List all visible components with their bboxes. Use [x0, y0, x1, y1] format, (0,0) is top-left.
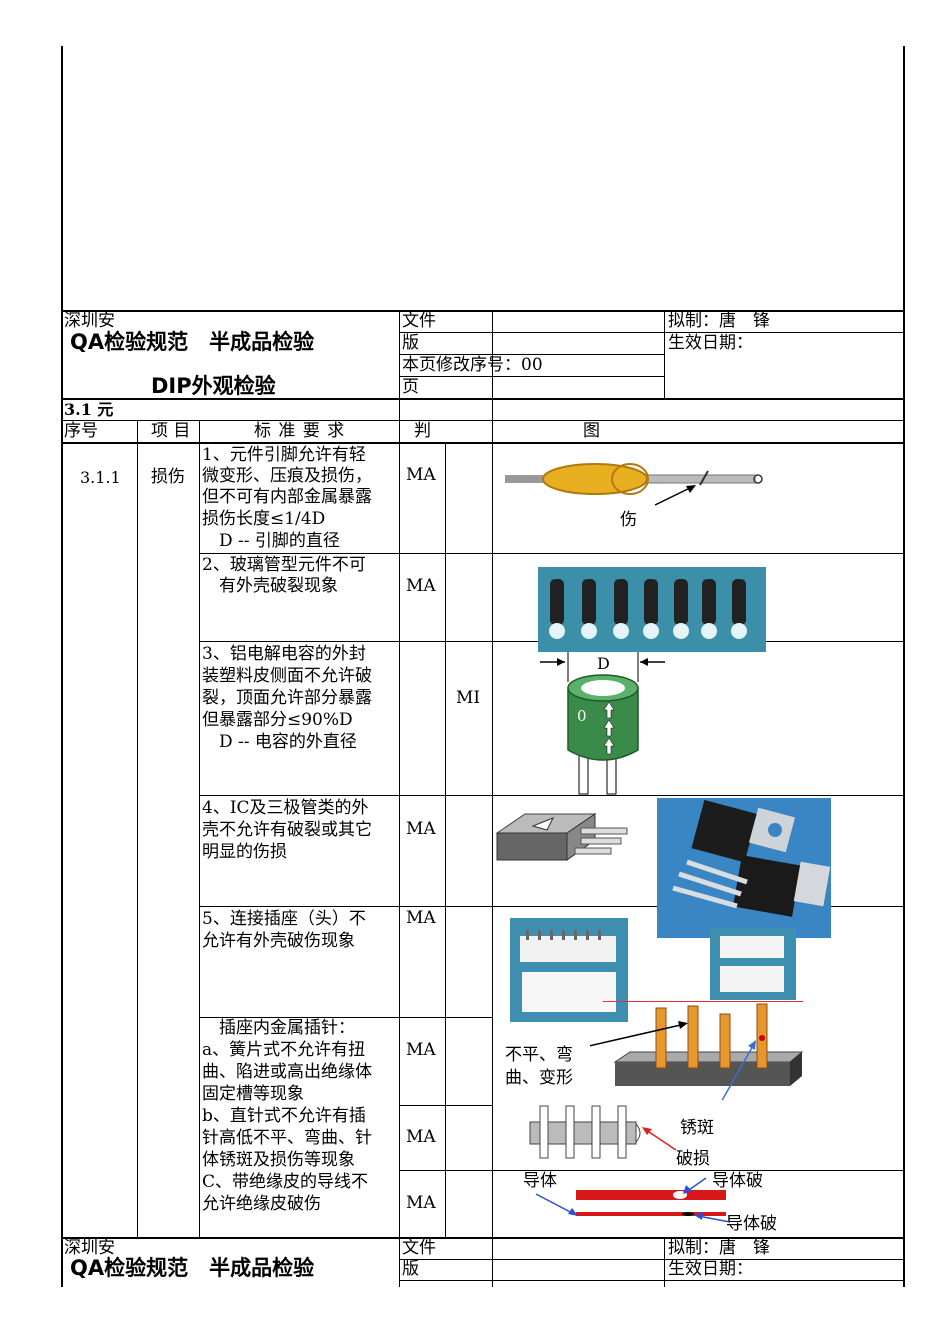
spec-subtitle: DIP外观检验: [151, 374, 276, 398]
drafted-by: 拟制：唐 锋: [668, 311, 770, 331]
conductor-break-label-2: 导体破: [726, 1214, 777, 1234]
grade-badge: MA: [406, 1193, 436, 1213]
frame-right-top: [903, 46, 905, 310]
transistor-photo: [657, 798, 831, 938]
spec-title: QA检验规范 半成品检验: [70, 330, 315, 354]
requirement-line: D -- 电容的外直径: [202, 732, 357, 752]
col-header-grade: 判: [414, 421, 431, 441]
wire-illustration: [535, 1177, 731, 1223]
requirement-line: 允许有外壳破伤现象: [202, 931, 355, 951]
footer-company: 深圳安: [64, 1238, 115, 1258]
doc-number-label: 文件: [402, 311, 436, 331]
requirement-line: D -- 引脚的直径: [202, 531, 340, 551]
requirement-line: 允许绝缘皮破伤: [202, 1194, 321, 1214]
requirement-line: 体锈斑及损伤等现象: [202, 1150, 355, 1170]
connector-photo-a: [510, 918, 628, 1022]
requirement-line: 有外壳破裂现象: [202, 576, 338, 596]
damaged-lead-illustration: [505, 463, 763, 506]
conductor-break-label: 导体破: [712, 1171, 763, 1191]
requirement-line: C、带绝缘皮的导线不: [202, 1172, 369, 1192]
grade-badge: MA: [406, 819, 436, 839]
connector-photo-b: [710, 928, 796, 1000]
col-header-item: 项 目: [151, 421, 191, 441]
capacitor-mark: 0: [577, 707, 587, 725]
grade-badge: MI: [456, 688, 481, 708]
requirement-line: 明显的伤损: [202, 842, 287, 862]
uneven-label-1: 不平、弯: [505, 1045, 573, 1065]
pin-header-illustration: [590, 1003, 804, 1100]
requirement-line: 插座内金属插针：: [202, 1018, 355, 1038]
footer-effective-date: 生效日期：: [668, 1259, 753, 1279]
col-header-figure: 图: [583, 421, 600, 441]
col-header-seq: 序号: [64, 421, 98, 441]
requirement-line: 1、元件引脚允许有轻: [202, 445, 366, 465]
requirement-line: 但不可有内部金属暴露: [202, 487, 372, 507]
effective-date: 生效日期：: [668, 333, 753, 353]
item-number: 3.1.1: [80, 468, 121, 487]
requirement-line: 裂，顶面允许部分暴露: [202, 688, 372, 708]
requirement-line: 装塑料皮侧面不允许破: [202, 666, 372, 686]
transistor-illustration: [495, 813, 628, 861]
requirement-line: 针高低不平、弯曲、针: [202, 1128, 372, 1148]
page-label: 页: [402, 377, 419, 397]
glass-tube-photo: [538, 567, 766, 652]
uneven-label-2: 曲、变形: [505, 1068, 573, 1088]
requirement-line: 4、IC及三极管类的外: [202, 798, 369, 818]
requirement-line: 壳不允许有破裂或其它: [202, 820, 372, 840]
conductor-label: 导体: [523, 1171, 557, 1191]
requirement-line: a、簧片式不允许有扭: [202, 1040, 366, 1060]
footer-title: QA检验规范 半成品检验: [70, 1256, 315, 1280]
grade-badge: MA: [406, 465, 436, 485]
footer-doc-label: 文件: [402, 1238, 436, 1258]
requirement-line: 损伤长度≤1/4D: [202, 509, 326, 529]
grade-badge: MA: [406, 576, 436, 596]
requirement-line: b、直针式不允许有插: [202, 1106, 366, 1126]
item-name: 损伤: [151, 467, 185, 487]
damage-label: 伤: [620, 510, 637, 530]
requirement-line: 微变形、压痕及损伤，: [202, 466, 372, 486]
requirement-line: 2、玻璃管型元件不可: [202, 555, 366, 575]
grade-badge: MA: [406, 908, 436, 928]
requirement-line: 3、铝电解电容的外封: [202, 644, 366, 664]
footer-version-label: 版: [402, 1259, 419, 1279]
requirement-line: 但暴露部分≤90%D: [202, 710, 353, 730]
grade-badge: MA: [406, 1040, 436, 1060]
grade-badge: MA: [406, 1127, 436, 1147]
rust-label: 锈斑: [680, 1118, 714, 1138]
version-label: 版: [402, 333, 419, 353]
footer-drafted-by: 拟制：唐 锋: [668, 1238, 770, 1258]
straight-pin-illustration: [529, 1105, 677, 1159]
requirement-line: 5、连接插座（头）不: [202, 909, 366, 929]
revision-label: 本页修改序号：00: [402, 355, 543, 375]
frame-left-top: [61, 46, 63, 310]
requirement-line: 曲、陷进或高出绝缘体: [202, 1062, 372, 1082]
diameter-label: D: [597, 654, 610, 673]
section-title: 3.1 元: [64, 400, 114, 419]
col-header-requirement: 标 准 要 求: [254, 421, 346, 441]
company-name: 深圳安: [64, 311, 115, 331]
broken-label: 破损: [676, 1149, 710, 1169]
requirement-line: 固定槽等现象: [202, 1084, 304, 1104]
capacitor-illustration: [540, 652, 665, 795]
